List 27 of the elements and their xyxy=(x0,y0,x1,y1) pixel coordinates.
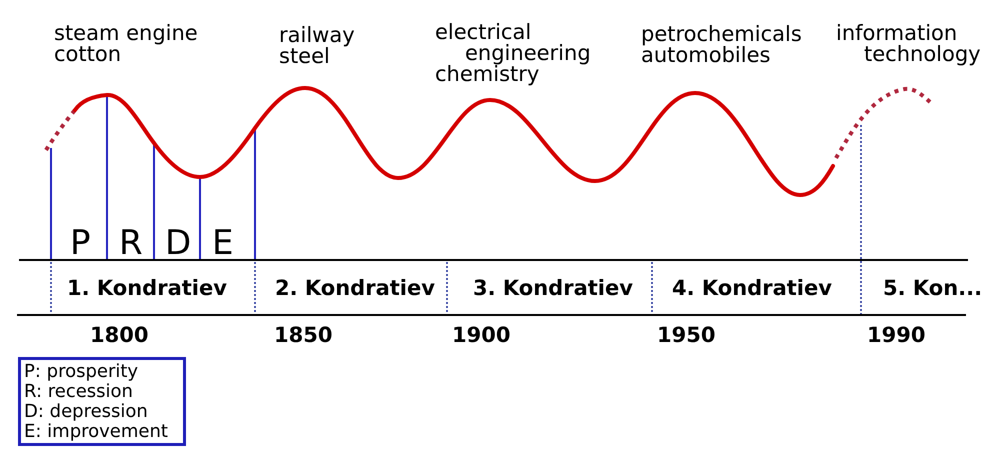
legend-entry: D: depression xyxy=(24,402,148,422)
legend-box xyxy=(18,357,186,446)
innovation-label: chemistry xyxy=(435,64,540,85)
innovation-label: steel xyxy=(279,46,330,67)
innovation-label: automobiles xyxy=(641,45,770,66)
year-label: 1990 xyxy=(867,325,926,346)
cycle-label: 4. Kondratiev xyxy=(672,278,832,299)
phase-letter: D xyxy=(165,226,192,260)
innovation-label: cotton xyxy=(54,44,122,65)
cycle-label: 1. Kondratiev xyxy=(67,278,227,299)
innovation-label: information technology xyxy=(836,23,982,65)
legend-entry: P: prosperity xyxy=(24,362,138,382)
year-label: 1850 xyxy=(274,325,332,346)
year-label: 1800 xyxy=(90,325,148,346)
legend-entry: E: improvement xyxy=(24,422,168,442)
innovation-label: railway xyxy=(279,25,355,46)
phase-letter: R xyxy=(119,226,143,260)
year-label: 1950 xyxy=(657,325,716,346)
cycle-label: 2. Kondratiev xyxy=(275,278,435,299)
cycle-label: 3. Kondratiev xyxy=(473,278,633,299)
innovation-label: steam engine xyxy=(54,23,198,44)
phase-letter: E xyxy=(212,226,234,260)
year-label: 1900 xyxy=(452,325,510,346)
phase-letter: P xyxy=(70,226,91,260)
cycle-label: 5. Kon... xyxy=(883,278,982,299)
legend-entry: R: recession xyxy=(24,382,133,402)
innovation-label: petrochemicals xyxy=(641,24,802,45)
